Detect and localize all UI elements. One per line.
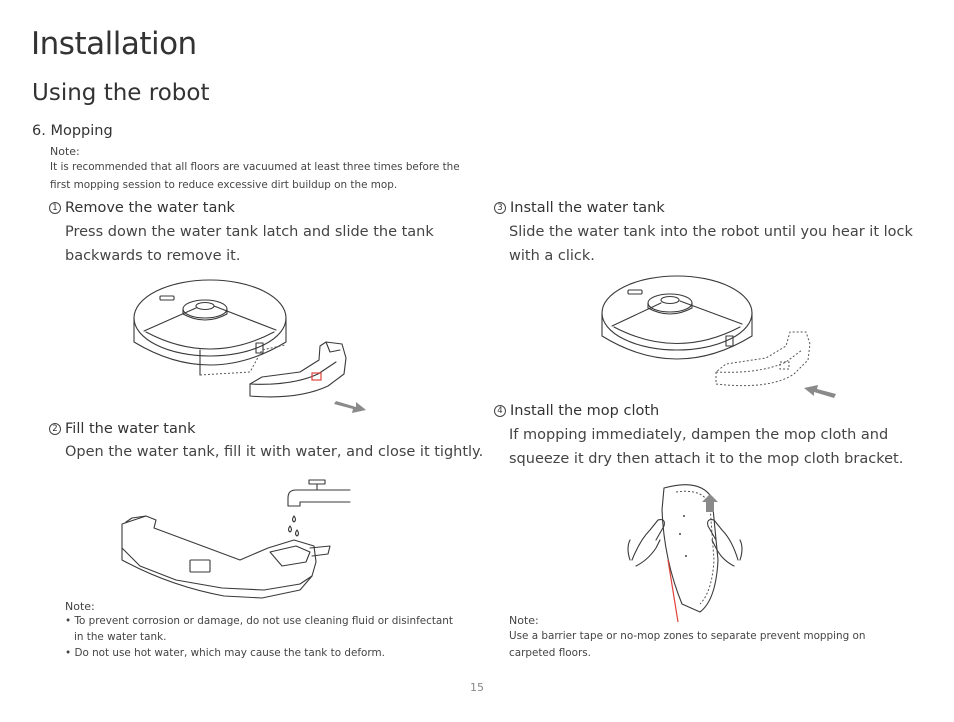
water-tank-drawing: [249, 341, 347, 398]
right-note-line: carpeted floors.: [509, 646, 591, 659]
bullet-text-continued: in the water tank.: [74, 631, 167, 643]
right-note-title: Note:: [509, 614, 539, 627]
note-bullet: • To prevent corrosion or damage, do not…: [65, 613, 485, 645]
page-number: 15: [470, 681, 484, 694]
step-title-text: Install the water tank: [510, 200, 665, 216]
step-body-line: backwards to remove it.: [65, 247, 241, 264]
step-heading: 6. Mopping: [32, 123, 113, 139]
left-note-title: Note:: [65, 600, 95, 613]
step-2-title: 2 Fill the water tank: [49, 421, 195, 437]
right-note-line: Use a barrier tape or no-mop zones to se…: [509, 630, 866, 642]
step-title-text: Fill the water tank: [65, 421, 196, 437]
slide-in-arrow: [804, 385, 836, 398]
step-4-title: 4 Install the mop cloth: [494, 403, 659, 419]
step-4-body: If mopping immediately, dampen the mop c…: [509, 424, 903, 471]
step-body-line: Slide the water tank into the robot unti…: [509, 224, 913, 240]
left-note-list: • To prevent corrosion or damage, do not…: [65, 613, 485, 661]
water-tank-dashed-drawing: [715, 331, 811, 387]
robot-vacuum-drawing: [133, 279, 287, 376]
step-body-line: with a click.: [509, 247, 595, 264]
step-title-text: Install the mop cloth: [510, 403, 660, 419]
right-note-body: Use a barrier tape or no-mop zones to se…: [509, 628, 865, 661]
page-title: Installation: [31, 26, 197, 62]
bullet-mark: •: [65, 647, 75, 659]
robot-vacuum-drawing: [601, 275, 753, 360]
step-body-line: Press down the water tank latch and slid…: [65, 224, 434, 240]
mop-bracket-drawing: [661, 484, 719, 613]
top-note-title: Note:: [50, 145, 80, 158]
step-1-title: 1 Remove the water tank: [49, 200, 235, 216]
step-number-badge: 1: [49, 202, 61, 214]
bullet-text: To prevent corrosion or damage, do not u…: [74, 615, 453, 627]
faucet-drawing: [287, 479, 351, 507]
step-2-body: Open the water tank, fill it with water,…: [65, 441, 483, 465]
step-1-body: Press down the water tank latch and slid…: [65, 221, 434, 268]
lift-up-arrow: [702, 494, 718, 512]
step-body-line: Open the water tank, fill it with water,…: [65, 444, 484, 460]
step-3-body: Slide the water tank into the robot unti…: [509, 221, 913, 268]
step-number-badge: 4: [494, 405, 506, 417]
step-body-line: squeeze it dry then attach it to the mop…: [509, 450, 904, 467]
highlight-line: [667, 559, 679, 623]
hands-drawing: [627, 519, 743, 567]
bullet-text: Do not use hot water, which may cause th…: [74, 647, 385, 659]
section-subtitle: Using the robot: [32, 80, 210, 106]
note-bullet: • Do not use hot water, which may cause …: [65, 645, 485, 661]
bullet-mark: •: [65, 615, 75, 627]
slide-out-arrow: [334, 401, 366, 413]
step-number-badge: 2: [49, 423, 61, 435]
step-3-title: 3 Install the water tank: [494, 200, 665, 216]
top-note-body: It is recommended that all floors are va…: [50, 159, 460, 194]
step-title-text: Remove the water tank: [65, 200, 235, 216]
step-body-line: If mopping immediately, dampen the mop c…: [509, 427, 889, 443]
top-note-line: It is recommended that all floors are va…: [50, 161, 460, 173]
water-tank-open-drawing: [121, 515, 331, 599]
top-note-line: first mopping session to reduce excessiv…: [50, 178, 398, 191]
water-drops: [287, 515, 300, 537]
step-number-badge: 3: [494, 202, 506, 214]
